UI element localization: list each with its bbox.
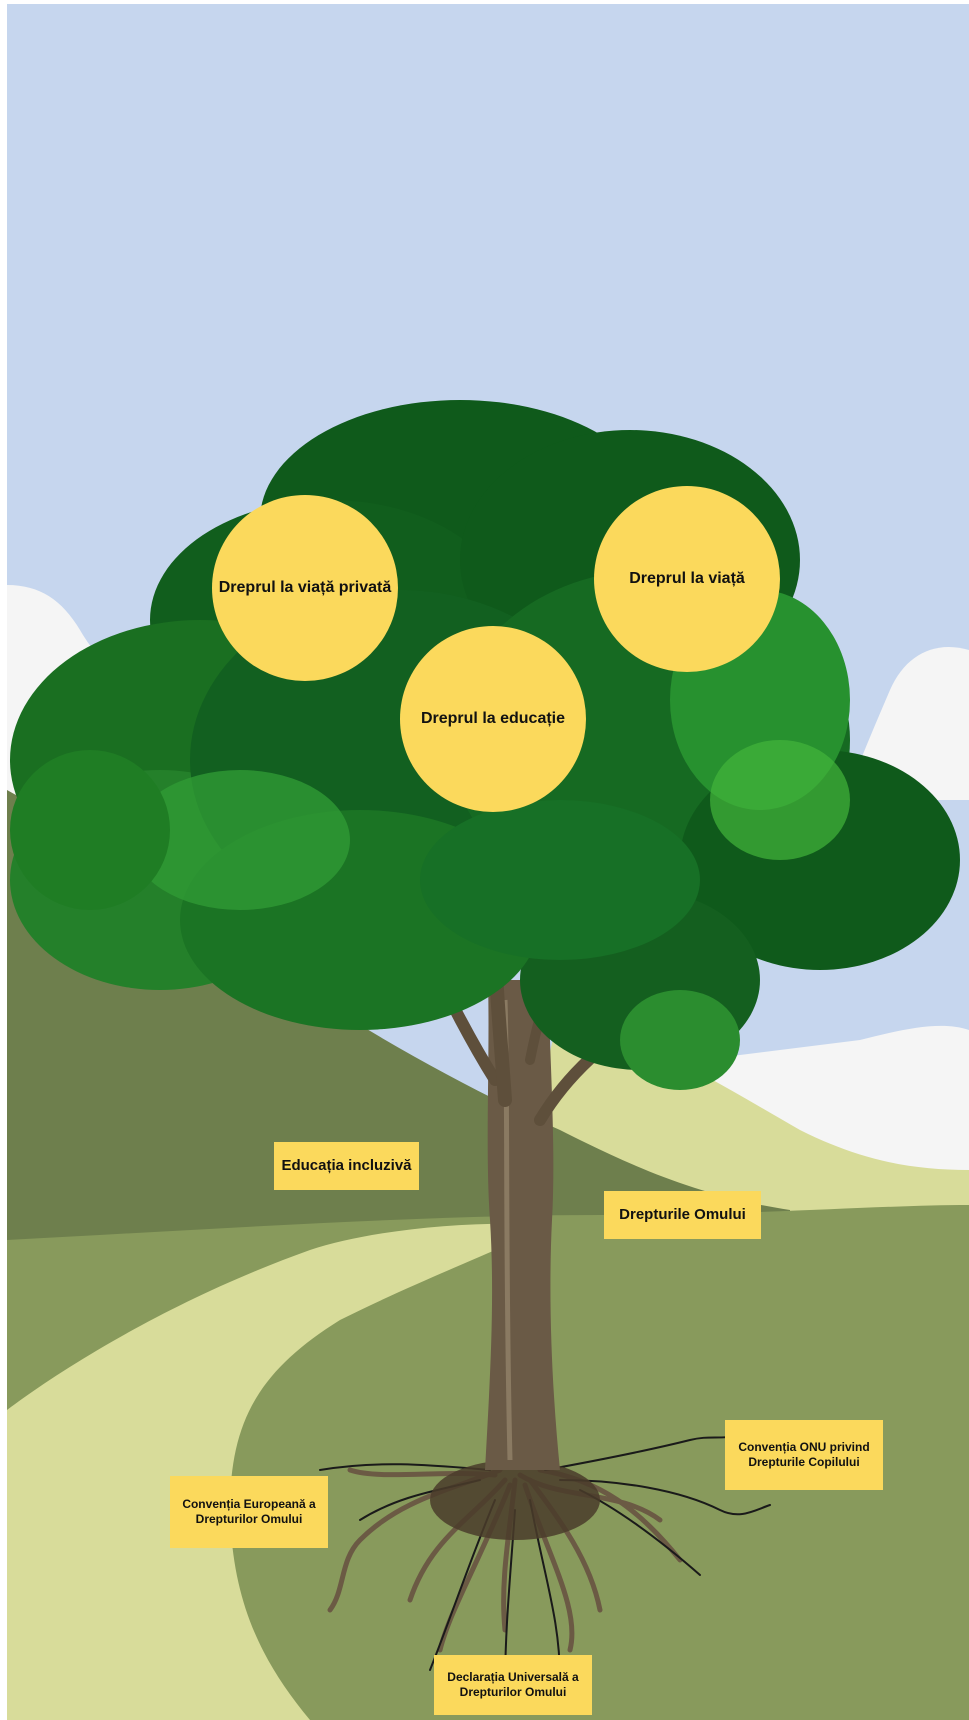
european-convention-line-1: Convenția Europeană a — [182, 1497, 316, 1511]
universal-declaration-label: Declarația Universală a Drepturilor Omul… — [434, 1655, 592, 1715]
branch-education-label: Dreprul la educație — [420, 710, 566, 728]
european-convention-line-2: Drepturilor Omului — [195, 1512, 303, 1526]
universal-declaration-line-1: Declarația Universală a — [447, 1670, 579, 1684]
un-convention-line-1: Convenția ONU privind — [738, 1440, 870, 1454]
winding-path — [7, 1223, 550, 1720]
european-convention-label: Convenția Europeană a Drepturilor Omului — [170, 1476, 328, 1548]
branch-privacy-label: Dreprul la viață privată — [218, 579, 392, 597]
human-rights-text: Drepturile Omului — [619, 1205, 746, 1223]
un-convention-label: Convenția ONU privind Drepturile Copilul… — [725, 1420, 883, 1490]
branch-life-circle: Dreprul la viață — [594, 486, 780, 672]
branch-education-circle: Dreprul la educație — [400, 626, 586, 812]
un-convention-line-2: Drepturile Copilului — [748, 1455, 860, 1469]
inclusive-education-label: Educația incluzivă — [274, 1142, 419, 1190]
root-crown — [430, 1460, 600, 1540]
human-rights-label: Drepturile Omului — [604, 1191, 761, 1239]
inclusive-education-text: Educația incluzivă — [281, 1156, 412, 1174]
hill-dark-left — [7, 790, 790, 1260]
universal-declaration-line-2: Drepturilor Omului — [459, 1685, 567, 1699]
branch-privacy-circle: Dreprul la viață privată — [212, 495, 398, 681]
branch-life-label: Dreprul la viață — [629, 570, 745, 588]
